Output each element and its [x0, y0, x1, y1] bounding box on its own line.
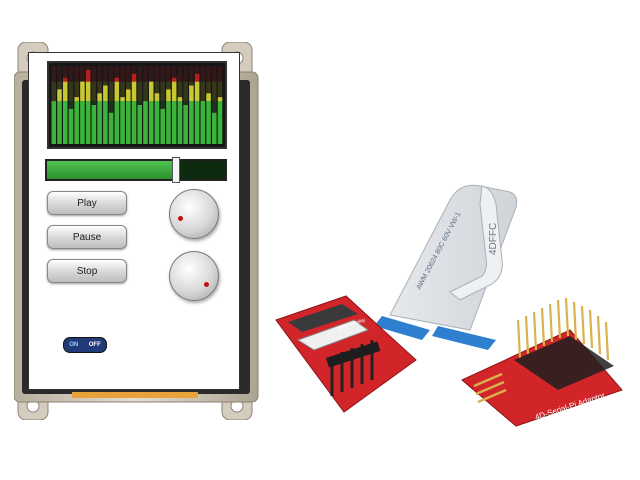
equalizer-bars [51, 66, 223, 144]
slider-thumb[interactable] [172, 157, 181, 183]
knob-indicator-icon [178, 216, 183, 221]
stop-button[interactable]: Stop [47, 259, 127, 283]
equalizer-bar [97, 66, 102, 144]
side-header-pins [473, 372, 507, 404]
accessory-set: AWM 20624 80C 60V VW-1 4DFFC gen4 Displa… [275, 184, 623, 427]
equalizer-bar [74, 66, 79, 144]
touch-screen[interactable]: Play Pause Stop ON OFF [28, 52, 240, 390]
slider-fill [47, 161, 176, 179]
rotary-knob-upper[interactable] [169, 189, 219, 239]
equalizer-bar [154, 66, 160, 144]
toggle-off-label: OFF [88, 342, 101, 348]
equalizer-bar [85, 66, 91, 144]
equalizer-bar [217, 66, 223, 144]
gen4-display-adaptor-board: gen4 Display [275, 295, 417, 413]
equalizer-bar [126, 66, 131, 144]
toggle-on-label: ON [69, 342, 79, 348]
equalizer-bar [137, 66, 143, 144]
equalizer-bar [120, 66, 125, 144]
equalizer-bar [51, 66, 57, 144]
equalizer-bar [68, 66, 74, 144]
cable-tip-left [374, 316, 430, 340]
cable-tip-right [432, 326, 496, 350]
equalizer-bar [103, 66, 108, 144]
equalizer-bar [194, 66, 200, 144]
equalizer-display [47, 61, 227, 149]
equalizer-bar [114, 66, 120, 144]
on-off-toggle[interactable]: ON OFF [63, 337, 107, 353]
equalizer-bar [183, 66, 188, 144]
ffc-cable: AWM 20624 80C 60V VW-1 4DFFC [374, 184, 518, 350]
equalizer-bar [108, 66, 114, 144]
knob-indicator-icon [204, 282, 209, 287]
serial-pi-adaptor-board: 4D-Serial-Pi Adaptor [461, 297, 623, 427]
logo-icon [316, 386, 324, 394]
equalizer-bar [160, 66, 165, 144]
equalizer-bar [57, 66, 62, 144]
equalizer-bar [131, 66, 137, 144]
equalizer-bar [177, 66, 183, 144]
equalizer-bar [171, 66, 177, 144]
equalizer-bar [80, 66, 85, 144]
equalizer-bar [148, 66, 154, 144]
rotary-knob-lower[interactable] [169, 251, 219, 301]
equalizer-bar [189, 66, 194, 144]
equalizer-bar [62, 66, 68, 144]
equalizer-bar [212, 66, 217, 144]
cable-side-print-text: 4DFFC [488, 223, 499, 255]
equalizer-bar [143, 66, 148, 144]
play-button[interactable]: Play [47, 191, 127, 215]
equalizer-bar [206, 66, 211, 144]
volume-slider[interactable] [45, 157, 227, 183]
gold-header-pins [516, 297, 610, 361]
equalizer-bar [91, 66, 97, 144]
equalizer-bar [200, 66, 206, 144]
pause-button[interactable]: Pause [47, 225, 127, 249]
equalizer-bar [166, 66, 171, 144]
